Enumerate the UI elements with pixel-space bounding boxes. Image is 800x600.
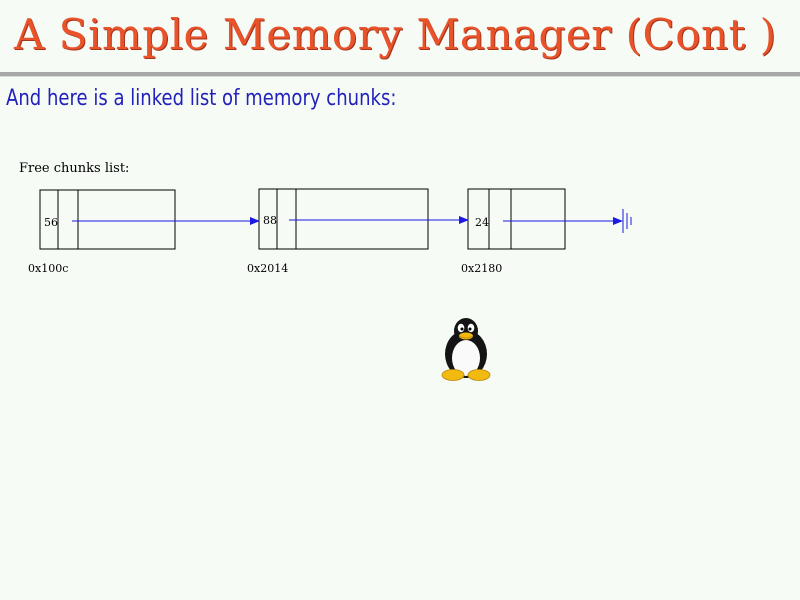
- chunk-box: [258, 188, 429, 250]
- chunk-node-2: 88 0x2014: [247, 188, 429, 275]
- chunk-node-3: 24 0x2180: [461, 188, 566, 275]
- chunk-address: 0x2180: [461, 262, 502, 275]
- chunk-node-1: 56 0x100c: [28, 189, 176, 275]
- title-divider: [0, 72, 800, 77]
- chunk-size: 24: [475, 216, 489, 229]
- null-terminator-icon: [622, 209, 632, 233]
- chunk-size: 88: [263, 214, 277, 227]
- chunk-box: [39, 189, 176, 250]
- chunk-size: 56: [44, 216, 58, 229]
- free-list-label: Free chunks list:: [19, 161, 129, 176]
- chunk-address: 0x100c: [28, 262, 68, 275]
- slide-title: A Simple Memory Manager (Cont ): [14, 10, 777, 59]
- chunk-address: 0x2014: [247, 262, 288, 275]
- tux-penguin-icon: [441, 318, 491, 381]
- slide-subtitle: And here is a linked list of memory chun…: [6, 86, 397, 111]
